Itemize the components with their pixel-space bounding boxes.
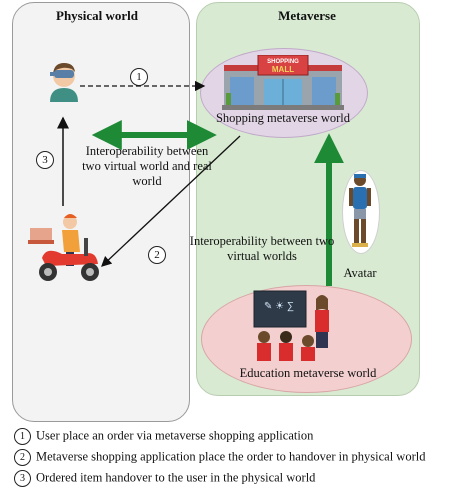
interop-virtual-real-label: Interoperability between two virtual wor… xyxy=(82,144,212,188)
mall-sign-bottom: MALL xyxy=(272,65,294,74)
legend-step-1-text: User place an order via metaverse shoppi… xyxy=(36,428,314,443)
legend-step-2: 2 Metaverse shopping application place th… xyxy=(14,449,425,466)
legend-step-2-text: Metaverse shopping application place the… xyxy=(36,449,426,464)
step-2-marker: 2 xyxy=(148,246,166,264)
delivery-scooter-icon xyxy=(28,214,99,281)
step-2-arrow xyxy=(101,135,241,267)
classroom-icon: ✎ ☀ ∑ xyxy=(253,290,329,361)
shopping-mall-icon: SHOPPING MALL xyxy=(222,55,344,110)
svg-text:✎ ☀ ∑: ✎ ☀ ∑ xyxy=(264,301,294,312)
metaverse-title: Metaverse xyxy=(278,8,336,23)
physical-world-panel xyxy=(12,2,190,422)
step-1-marker: 1 xyxy=(130,68,148,86)
physical-world-title: Physical world xyxy=(56,8,138,23)
mall-sign-top: SHOPPING xyxy=(267,59,299,65)
legend-step-1-number: 1 xyxy=(14,428,31,445)
interop-virtual-virtual-label: Interoperability between two virtual wor… xyxy=(189,234,335,263)
step-3-marker: 3 xyxy=(36,151,54,169)
legend-step-1: 1 User place an order via metaverse shopp… xyxy=(14,428,313,445)
education-world-label: Education metaverse world xyxy=(239,366,377,380)
legend-step-3-text: Ordered item handover to the user in the… xyxy=(36,470,316,485)
shopping-world-label: Shopping metaverse world xyxy=(215,111,350,125)
legend-step-3-number: 3 xyxy=(14,470,31,487)
legend-step-2-number: 2 xyxy=(14,449,31,466)
vr-user-icon xyxy=(50,63,78,102)
avatar-label: Avatar xyxy=(343,266,377,280)
legend-step-3: 3 Ordered item handover to the user in th… xyxy=(14,470,315,487)
avatar-figure-icon xyxy=(349,174,371,247)
